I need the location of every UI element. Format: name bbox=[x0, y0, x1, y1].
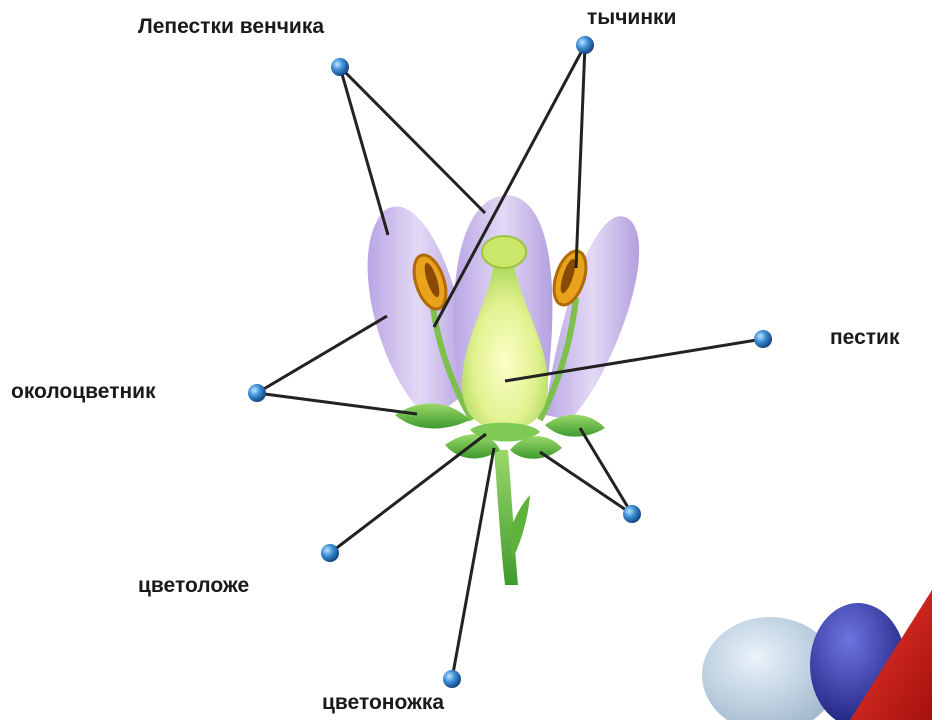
decorative-pills bbox=[702, 590, 932, 720]
label-corolla-petals: Лепестки венчика bbox=[138, 16, 324, 37]
stem bbox=[494, 450, 530, 585]
pin-sepals bbox=[623, 505, 641, 523]
label-pistil: пестик bbox=[830, 327, 899, 348]
label-stamens: тычинки bbox=[587, 7, 676, 28]
pin-pedicel bbox=[443, 670, 461, 688]
pin-corolla bbox=[331, 58, 349, 76]
pin-stamens bbox=[576, 36, 594, 54]
pin-pistil bbox=[754, 330, 772, 348]
pin-receptacle bbox=[321, 544, 339, 562]
label-receptacle: цветоложе bbox=[138, 575, 249, 596]
label-perianth: околоцветник bbox=[11, 381, 156, 402]
pin-perianth bbox=[248, 384, 266, 402]
label-pedicel: цветоножка bbox=[322, 692, 444, 713]
